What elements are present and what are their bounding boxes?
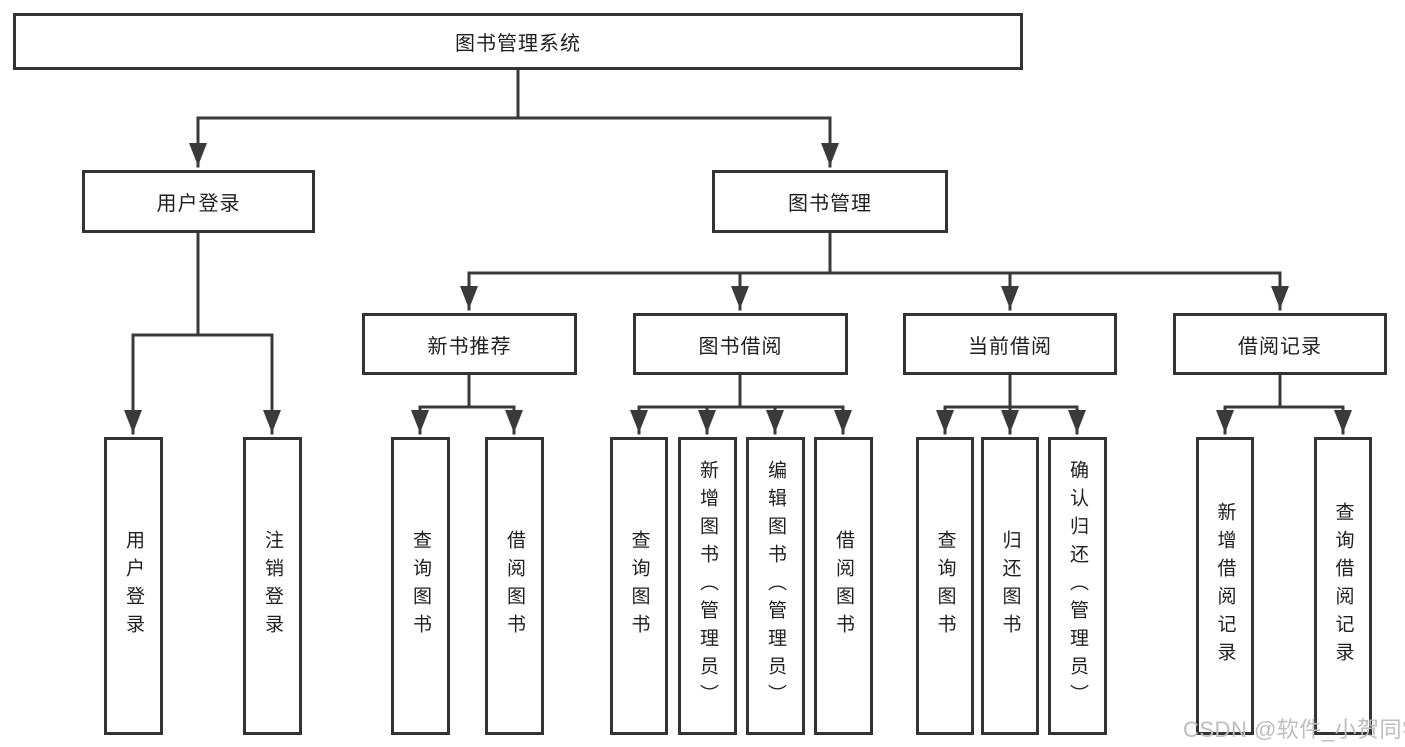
- leaf-label: 查询借阅记录: [1332, 502, 1354, 670]
- node-book-management: 图书管理: [712, 170, 948, 233]
- leaf-query-books-borrow: 查询图书: [610, 437, 668, 735]
- leaf-query-borrow-record: 查询借阅记录: [1314, 437, 1372, 735]
- leaf-borrow-books: 借阅图书: [814, 437, 873, 735]
- leaf-add-borrow-record: 新增借阅记录: [1196, 437, 1254, 735]
- leaf-logout: 注销登录: [243, 437, 302, 735]
- node-book-borrow: 图书借阅: [633, 313, 848, 375]
- leaf-label: 新增图书（管理员）: [697, 460, 718, 712]
- leaf-edit-books-admin: 编辑图书（管理员）: [746, 437, 805, 735]
- leaf-return-books: 归还图书: [981, 437, 1039, 735]
- node-root-library-system: 图书管理系统: [13, 13, 1023, 70]
- node-label: 借阅记录: [1238, 335, 1322, 358]
- node-user-login: 用户登录: [82, 170, 315, 233]
- leaf-label: 查询图书: [410, 530, 431, 642]
- leaf-borrow-books-recommend: 借阅图书: [485, 437, 544, 735]
- csdn-watermark: CSDN @软件_小贺同学: [1183, 717, 1405, 742]
- leaf-label: 归还图书: [999, 530, 1021, 642]
- node-label: 图书借阅: [698, 335, 783, 358]
- node-label: 当前借阅: [968, 335, 1052, 358]
- leaf-label: 查询图书: [628, 530, 650, 642]
- node-borrow-records: 借阅记录: [1173, 313, 1387, 375]
- node-label: 用户登录: [156, 193, 241, 215]
- leaf-label: 查询图书: [934, 530, 956, 642]
- node-current-borrow: 当前借阅: [903, 313, 1117, 375]
- leaf-confirm-return-admin: 确认归还（管理员）: [1048, 437, 1107, 735]
- node-label: 图书管理系统: [455, 33, 581, 55]
- node-label: 新书推荐: [427, 335, 512, 358]
- leaf-query-books-recommend: 查询图书: [391, 437, 450, 735]
- leaf-label: 确认归还（管理员）: [1067, 460, 1088, 712]
- leaf-label: 借阅图书: [833, 530, 854, 642]
- leaf-label: 新增借阅记录: [1214, 502, 1236, 670]
- leaf-query-books-current: 查询图书: [916, 437, 974, 735]
- leaf-label: 借阅图书: [504, 530, 525, 642]
- leaf-label: 用户登录: [123, 530, 144, 642]
- node-new-book-recommend: 新书推荐: [362, 313, 577, 375]
- leaf-add-books-admin: 新增图书（管理员）: [678, 437, 737, 735]
- leaf-label: 编辑图书（管理员）: [765, 460, 786, 712]
- node-label: 图书管理: [788, 193, 872, 215]
- leaf-user-login: 用户登录: [104, 437, 163, 735]
- leaf-label: 注销登录: [262, 530, 283, 642]
